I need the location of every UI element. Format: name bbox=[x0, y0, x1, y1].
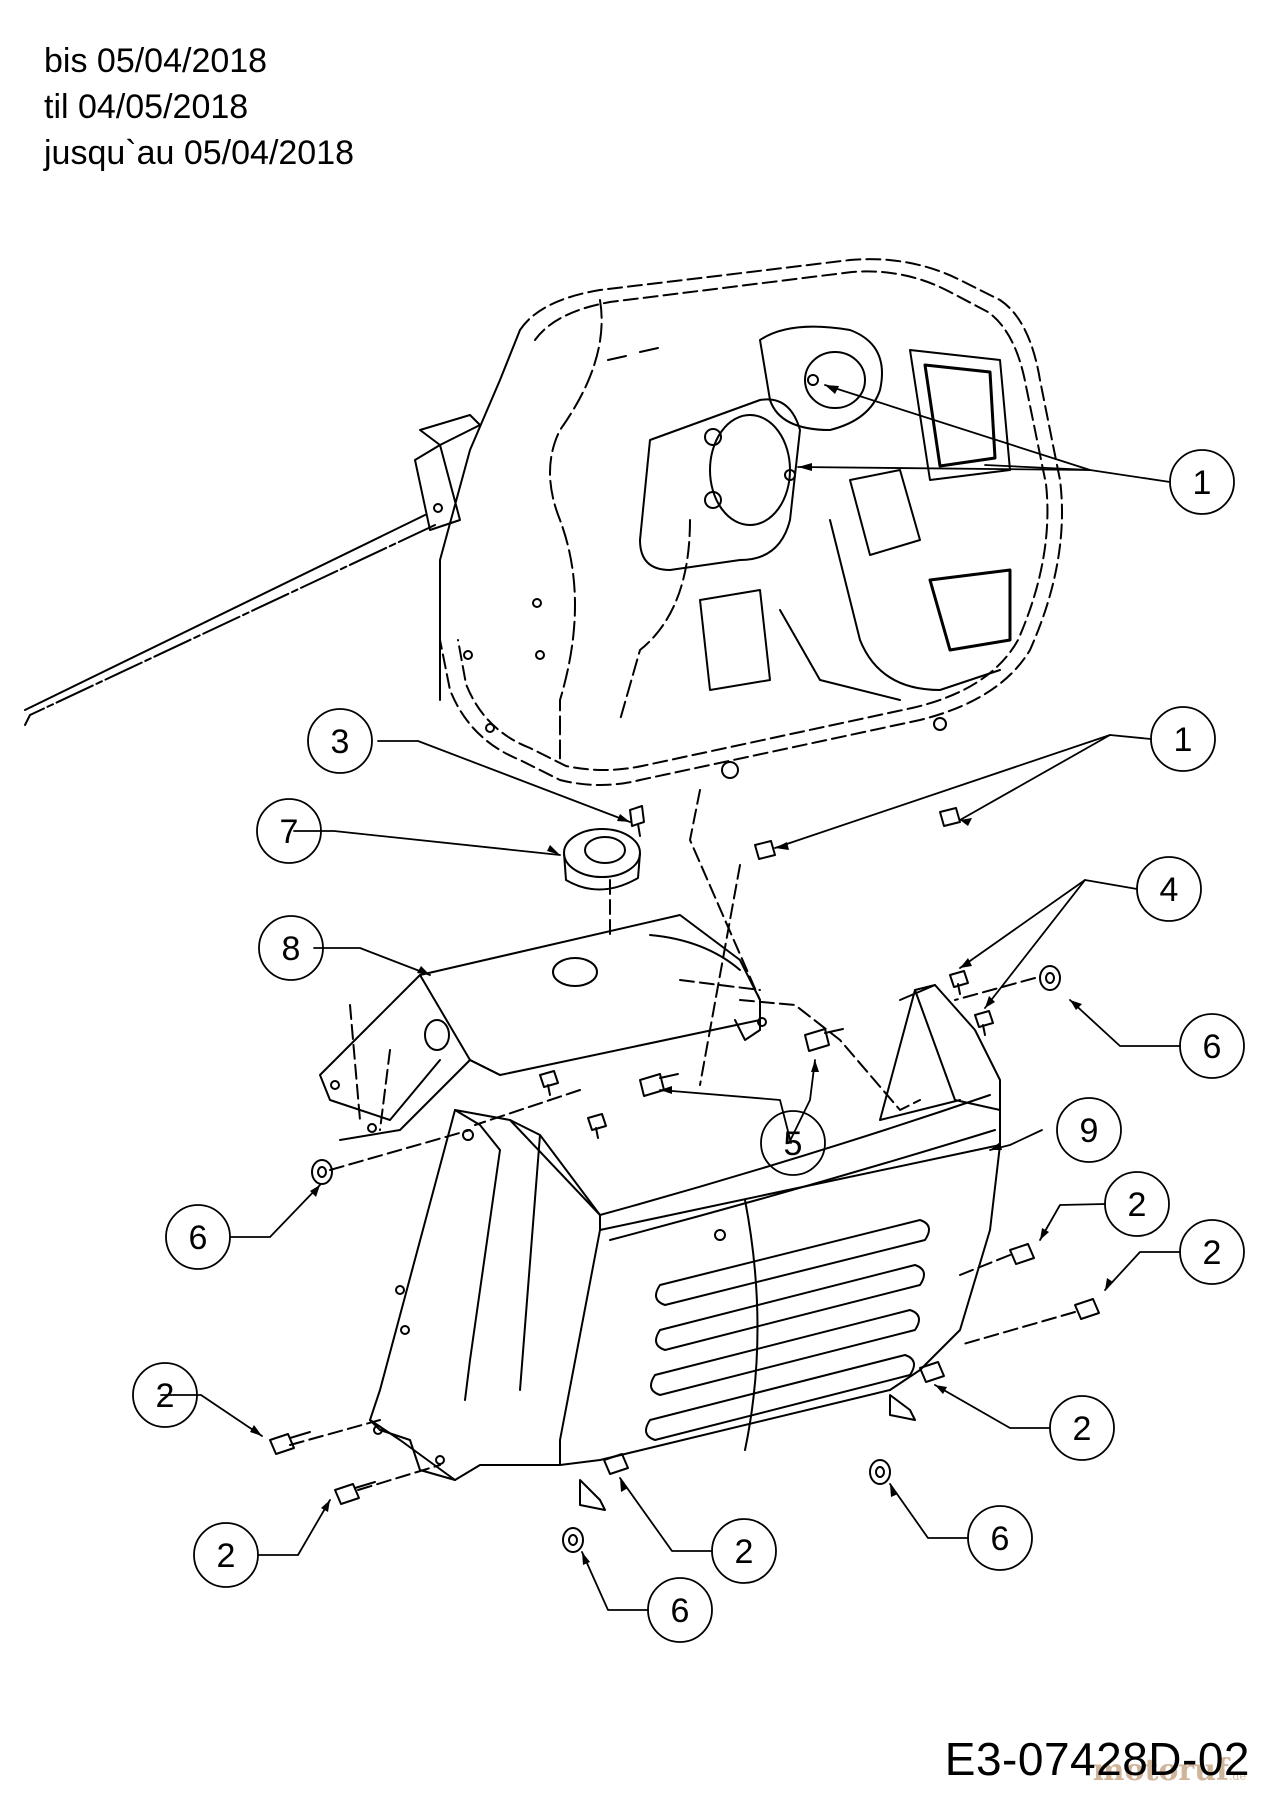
validity-dates: bis 05/04/2018 til 04/05/2018 jusqu`au 0… bbox=[44, 38, 354, 176]
seat-adjust-lever bbox=[24, 414, 481, 726]
watermark-logo: motoruf.de bbox=[1093, 1753, 1246, 1788]
screw-part-3 bbox=[629, 805, 645, 837]
bolt-2 bbox=[334, 1481, 376, 1505]
callout-1: 1 bbox=[1174, 721, 1193, 759]
callout-6: 6 bbox=[991, 1520, 1010, 1558]
nut-6 bbox=[869, 1459, 891, 1485]
callout-8: 8 bbox=[282, 930, 301, 968]
nut-6 bbox=[562, 1527, 584, 1553]
cap-part-7 bbox=[563, 828, 641, 891]
callout-2: 2 bbox=[217, 1537, 236, 1575]
bolt-4 bbox=[587, 1113, 607, 1139]
callout-2: 2 bbox=[1128, 1186, 1147, 1224]
bolt-4 bbox=[949, 970, 969, 995]
screw-5 bbox=[639, 1073, 679, 1097]
watermark-text: motoruf bbox=[1092, 1753, 1229, 1788]
bolt-2 bbox=[269, 1431, 311, 1455]
callout-2: 2 bbox=[1073, 1410, 1092, 1448]
callout-6: 6 bbox=[1203, 1028, 1222, 1066]
callout-9: 9 bbox=[1080, 1112, 1099, 1150]
callout-6: 6 bbox=[189, 1219, 208, 1257]
bolt-2 bbox=[1074, 1298, 1100, 1320]
bracket-part-8 bbox=[319, 914, 767, 1141]
bolt-4 bbox=[974, 1010, 994, 1036]
seat-pan bbox=[439, 258, 1063, 786]
drawing-code: E3-07428D-02 bbox=[944, 1733, 1250, 1785]
nut-6 bbox=[311, 1159, 333, 1185]
callout-4: 4 bbox=[1160, 871, 1179, 909]
screw-5 bbox=[804, 1028, 844, 1052]
callout-2: 2 bbox=[1203, 1234, 1222, 1272]
callout-2: 2 bbox=[156, 1377, 175, 1415]
bolt-2 bbox=[1009, 1243, 1035, 1265]
callout-6: 6 bbox=[671, 1592, 690, 1630]
validity-line-de: bis 05/04/2018 bbox=[44, 42, 268, 80]
callout-5: 5 bbox=[784, 1125, 803, 1163]
validity-line-fr: jusqu`au 05/04/2018 bbox=[44, 134, 355, 172]
nut-6 bbox=[1039, 965, 1061, 991]
bolt-4 bbox=[539, 1070, 559, 1096]
bolt-1 bbox=[754, 840, 776, 860]
bolt-2 bbox=[919, 1361, 945, 1383]
front-panel-part-9 bbox=[369, 984, 1001, 1511]
validity-line-no: til 04/05/2018 bbox=[44, 88, 249, 126]
watermark-suffix: .de bbox=[1228, 1770, 1246, 1783]
callouts bbox=[132, 384, 1245, 1643]
assembly-lines bbox=[289, 789, 1076, 1491]
callout-numbers: 1 1 3 7 8 4 6 5 9 6 2 2 2 2 2 2 6 6 bbox=[156, 464, 1222, 1630]
fasteners bbox=[269, 807, 1100, 1553]
bolt-1 bbox=[939, 807, 961, 827]
callout-2: 2 bbox=[735, 1533, 754, 1571]
callout-7: 7 bbox=[280, 813, 299, 851]
callout-1: 1 bbox=[1193, 464, 1212, 502]
callout-3: 3 bbox=[331, 723, 350, 761]
bolt-2 bbox=[603, 1453, 629, 1475]
vent-slots bbox=[645, 1219, 930, 1441]
